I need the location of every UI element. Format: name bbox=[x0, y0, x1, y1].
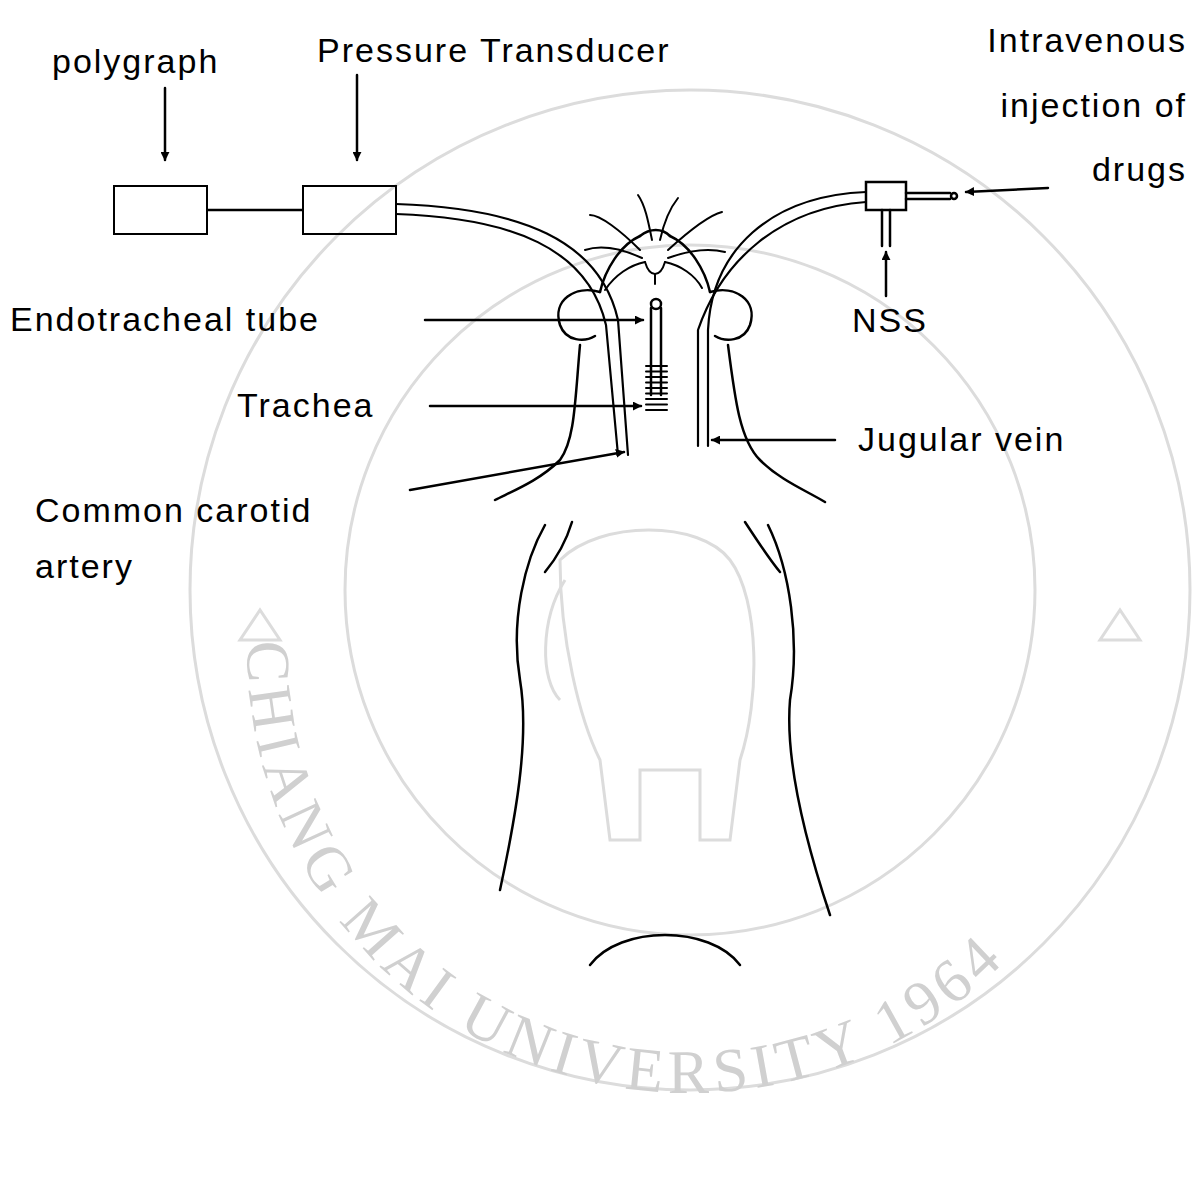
three-way-stopcock bbox=[866, 182, 957, 246]
injection-label: Intravenous injection of drugs bbox=[915, 8, 1187, 202]
nose-symbol bbox=[645, 262, 665, 284]
transducer-box: Pressure Transducer bbox=[302, 185, 397, 235]
venous-tubing bbox=[698, 192, 866, 446]
endotracheal-tube bbox=[651, 299, 661, 395]
device-label: Pressure Transducer bbox=[317, 30, 671, 71]
part-label: Common carotid artery bbox=[35, 482, 365, 594]
rat-outline bbox=[495, 230, 830, 965]
part-label: Jugular vein bbox=[858, 419, 1065, 460]
part-label: Trachea bbox=[237, 385, 374, 426]
polygraph-box: polygraph bbox=[113, 185, 208, 235]
watermark-text: CHIANG MAI UNIVERSITY 1964 bbox=[234, 640, 1017, 1106]
solution-label: NSS bbox=[852, 300, 928, 341]
whiskers bbox=[585, 195, 725, 290]
device-label: polygraph bbox=[52, 41, 219, 82]
part-label: Endotracheal tube bbox=[10, 299, 320, 340]
arterial-tubing bbox=[396, 204, 628, 455]
signal-cable bbox=[208, 209, 302, 212]
trachea-rings bbox=[646, 366, 667, 410]
